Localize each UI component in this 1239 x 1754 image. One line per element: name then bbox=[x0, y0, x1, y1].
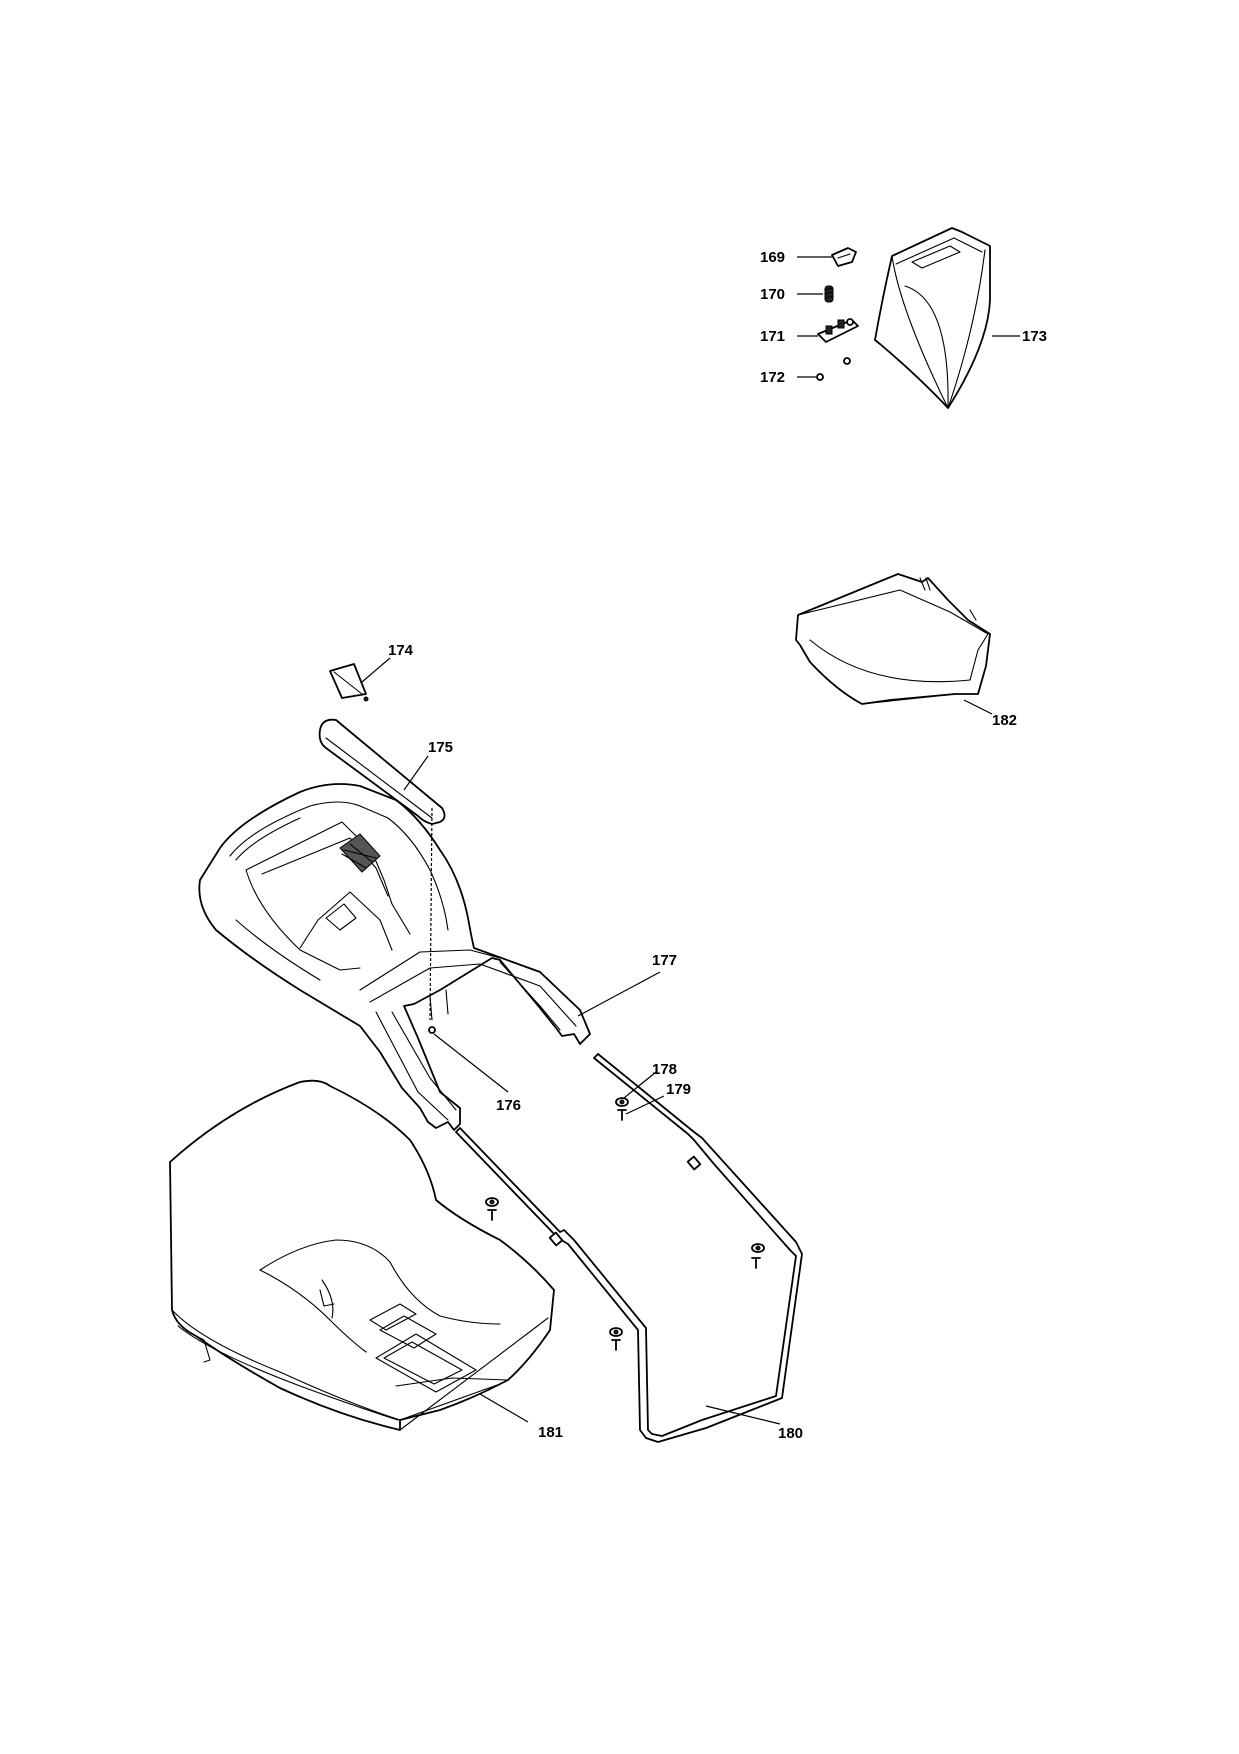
callout-179: 179 bbox=[666, 1081, 691, 1098]
callout-182: 182 bbox=[992, 712, 1017, 729]
callout-175: 175 bbox=[428, 739, 453, 756]
part-182-deflector: 182 bbox=[795, 573, 1017, 729]
callout-172: 172 bbox=[760, 369, 785, 386]
callout-176: 176 bbox=[496, 1097, 521, 1114]
part-173-rear-flap: 173 bbox=[874, 227, 1047, 409]
callout-171: 171 bbox=[760, 328, 785, 345]
part-172-screw: 172 bbox=[760, 357, 851, 386]
callout-170: 170 bbox=[760, 286, 785, 303]
callout-178: 178 bbox=[652, 1061, 677, 1078]
callout-169: 169 bbox=[760, 249, 785, 266]
callout-180: 180 bbox=[778, 1425, 803, 1442]
part-174-cover: 174 bbox=[329, 642, 414, 702]
part-171-latch-housing: 171 bbox=[760, 318, 859, 345]
part-178-179-fasteners: 178 179 bbox=[485, 1061, 765, 1351]
part-177-bag-frame: 177 bbox=[198, 783, 677, 1131]
part-175-grip: 175 bbox=[318, 718, 453, 825]
part-176-screw: 176 bbox=[428, 807, 521, 1114]
callout-173: 173 bbox=[1022, 328, 1047, 345]
callout-177: 177 bbox=[652, 952, 677, 969]
callout-181: 181 bbox=[538, 1424, 563, 1441]
part-170-spring: 170 bbox=[760, 285, 834, 303]
part-181-grass-bag: 181 bbox=[169, 1079, 563, 1441]
part-169-latch: 169 bbox=[760, 247, 857, 267]
part-180-bag-frame-rod: 180 bbox=[455, 1053, 803, 1443]
callout-174: 174 bbox=[388, 642, 414, 659]
